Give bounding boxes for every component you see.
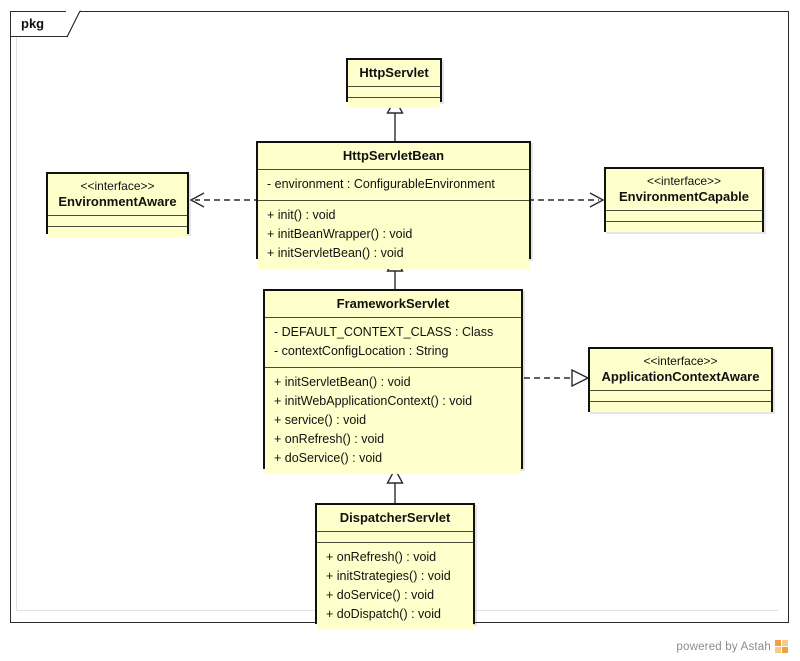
relation-dependency-httpservletbean-environmentcapable — [528, 190, 606, 210]
class-title-dispatcherservlet: DispatcherServlet — [317, 505, 473, 531]
class-separator — [48, 215, 187, 216]
class-operation: + init() : void — [267, 208, 336, 222]
class-name-label: EnvironmentCapable — [618, 189, 750, 204]
class-attribute: - environment : ConfigurableEnvironment — [267, 177, 495, 191]
class-name-label: ApplicationContextAware — [601, 369, 760, 384]
class-attributes-applicationcontextaware — [590, 391, 771, 401]
package-tab-label: pkg — [21, 16, 45, 31]
watermark-label: powered by Astah — [676, 640, 771, 653]
class-attributes-environmentaware — [48, 216, 187, 226]
astah-logo-icon — [775, 640, 788, 653]
class-box-frameworkservlet[interactable]: FrameworkServlet - DEFAULT_CONTEXT_CLASS… — [263, 289, 523, 474]
relation-dependency-httpservletbean-environmentaware — [188, 190, 260, 210]
class-separator — [265, 317, 521, 318]
class-separator — [317, 531, 473, 532]
class-operations-httpservletbean: + init() : void + initBeanWrapper() : vo… — [258, 201, 529, 269]
class-separator — [258, 169, 529, 170]
class-separator — [258, 200, 529, 201]
class-name-label: FrameworkServlet — [336, 296, 450, 311]
class-attribute: - DEFAULT_CONTEXT_CLASS : Class — [274, 325, 494, 339]
class-operation: + doService() : void — [274, 451, 383, 465]
class-box-applicationcontextaware[interactable]: <<interface>> ApplicationContextAware — [588, 347, 773, 412]
class-attributes-environmentcapable — [606, 211, 762, 221]
class-separator — [265, 367, 521, 368]
class-separator — [348, 97, 440, 98]
class-attribute: - contextConfigLocation : String — [274, 344, 449, 358]
package-tab: pkg — [10, 11, 68, 37]
class-operations-applicationcontextaware — [590, 402, 771, 412]
class-operations-environmentcapable — [606, 222, 762, 232]
class-attributes-frameworkservlet: - DEFAULT_CONTEXT_CLASS : Class - contex… — [265, 318, 521, 367]
class-stereotype-label: <<interface>> — [643, 354, 718, 368]
class-box-dispatcherservlet[interactable]: DispatcherServlet + onRefresh() : void +… — [315, 503, 475, 630]
relation-realization-frameworkservlet-applicationcontextaware — [524, 366, 590, 390]
class-separator — [606, 221, 762, 222]
class-name-label: HttpServletBean — [342, 148, 445, 163]
class-separator — [48, 226, 187, 227]
class-title-httpservlet: HttpServlet — [348, 60, 440, 86]
class-operation: + doService() : void — [326, 588, 435, 602]
class-operation: + initServletBean() : void — [274, 375, 411, 389]
class-title-environmentcapable: <<interface>> EnvironmentCapable — [606, 169, 762, 210]
class-name-label: EnvironmentAware — [58, 194, 177, 209]
class-operation: + onRefresh() : void — [326, 550, 437, 564]
class-name-label: HttpServlet — [359, 65, 429, 80]
class-operations-frameworkservlet: + initServletBean() : void + initWebAppl… — [265, 368, 521, 474]
package-tab-slant — [66, 10, 82, 38]
class-operations-dispatcherservlet: + onRefresh() : void + initStrategies() … — [317, 543, 473, 630]
class-box-httpservletbean[interactable]: HttpServletBean - environment : Configur… — [256, 141, 531, 269]
class-operation: + initBeanWrapper() : void — [267, 227, 413, 241]
relation-generalization-dispatcherservlet-frameworkservlet — [381, 467, 409, 508]
class-separator — [606, 210, 762, 211]
class-operation: + doDispatch() : void — [326, 607, 441, 621]
class-box-environmentaware[interactable]: <<interface>> EnvironmentAware — [46, 172, 189, 237]
class-operations-httpservlet — [348, 98, 440, 108]
class-name-label: DispatcherServlet — [339, 510, 451, 525]
class-title-frameworkservlet: FrameworkServlet — [265, 291, 521, 317]
class-title-environmentaware: <<interface>> EnvironmentAware — [48, 174, 187, 215]
class-title-applicationcontextaware: <<interface>> ApplicationContextAware — [590, 349, 771, 390]
class-stereotype-label: <<interface>> — [80, 179, 155, 193]
class-separator — [590, 401, 771, 402]
class-stereotype-label: <<interface>> — [646, 174, 722, 188]
class-attributes-httpservletbean: - environment : ConfigurableEnvironment — [258, 170, 529, 200]
class-operation: + initServletBean() : void — [267, 246, 404, 260]
class-attributes-httpservlet — [348, 87, 440, 97]
class-separator — [348, 86, 440, 87]
class-operation: + initStrategies() : void — [326, 569, 451, 583]
class-operation: + initWebApplicationContext() : void — [274, 394, 473, 408]
class-operations-environmentaware — [48, 227, 187, 237]
class-operation: + onRefresh() : void — [274, 432, 385, 446]
class-separator — [317, 542, 473, 543]
class-operation: + service() : void — [274, 413, 367, 427]
astah-watermark: powered by Astah — [676, 640, 788, 653]
class-attributes-dispatcherservlet — [317, 532, 473, 542]
class-separator — [590, 390, 771, 391]
class-box-environmentcapable[interactable]: <<interface>> EnvironmentCapable — [604, 167, 764, 232]
class-title-httpservletbean: HttpServletBean — [258, 143, 529, 169]
class-box-httpservlet[interactable]: HttpServlet — [346, 58, 442, 108]
